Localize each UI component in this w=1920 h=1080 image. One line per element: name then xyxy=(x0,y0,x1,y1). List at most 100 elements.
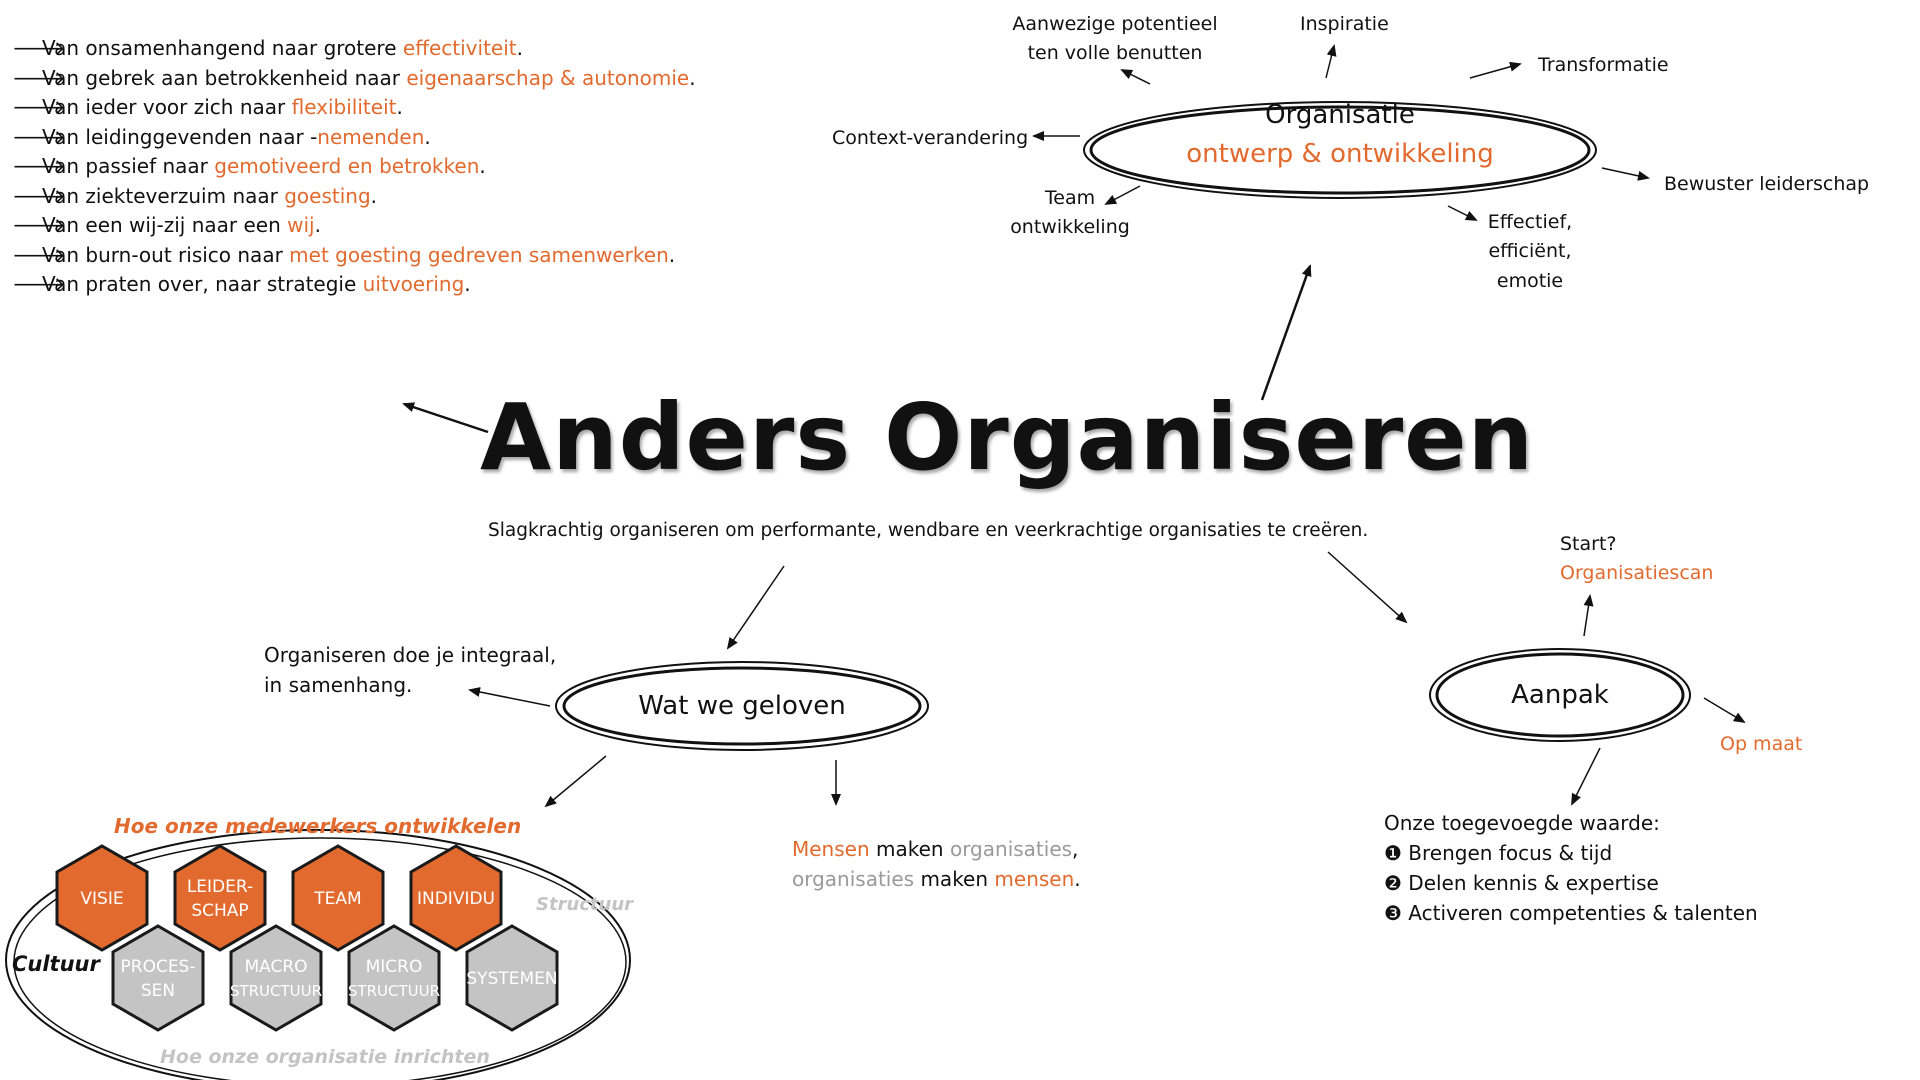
aanpak-ellipse xyxy=(1429,648,1691,742)
start-line: Start? xyxy=(1560,533,1617,555)
bullet-item: 🡒Van praten over, naar strategie uitvoer… xyxy=(12,270,696,300)
arrow-leiderschap xyxy=(1601,167,1650,181)
hexagon: SYSTEMEN xyxy=(465,924,559,1032)
model-top-label: Hoe onze medewerkers ontwikkelen xyxy=(114,814,522,838)
bullet-text: Van ieder voor zich naar xyxy=(42,95,292,119)
waarde-text: Activeren competenties & talenten xyxy=(1408,901,1758,925)
bullet-item: 🡒Van ieder voor zich naar flexibiliteit. xyxy=(12,93,696,123)
bullet-end: . xyxy=(314,213,321,237)
organisaties-word: organisaties xyxy=(949,837,1073,861)
bullet-highlight: nemenden xyxy=(317,124,425,149)
arrow-aanwezig xyxy=(1120,69,1151,85)
arrow-title-to-bullets xyxy=(402,402,489,434)
arrow-inspiratie xyxy=(1325,44,1337,79)
scan-line: Organisatiescan xyxy=(1560,562,1714,585)
mensen-word: Mensen xyxy=(792,837,870,861)
bullet-highlight: gemotiveerd en betrokken xyxy=(214,154,480,178)
hexagon-label: PROCES- xyxy=(121,957,196,977)
effectief-line3: emotie xyxy=(1496,269,1564,292)
bullet-item: 🡒Van passief naar gemotiveerd en betrokk… xyxy=(12,152,696,182)
mensen-line2: organisaties maken mensen. xyxy=(792,864,1081,894)
hexagon-label: STRUCTUUR xyxy=(230,982,322,1000)
bullet-end: . xyxy=(464,272,471,296)
hexagon-row-development: VISIE LEIDER- SCHAP TEAM INDIVIDU xyxy=(55,844,503,952)
bullet-text: Van praten over, naar strategie xyxy=(42,272,363,296)
waarde-block: Onze toegevoegde waarde: ❶ Brengen focus… xyxy=(1384,808,1758,928)
arrow-team xyxy=(1104,185,1141,205)
waarde-title: Onze toegevoegde waarde: xyxy=(1384,811,1660,835)
hexagon-label: SEN xyxy=(141,981,175,1001)
period: . xyxy=(1074,867,1081,891)
page-title: Anders Organiseren xyxy=(480,384,1535,491)
waarde-text: Brengen focus & tijd xyxy=(1408,841,1613,865)
arrow-effectief xyxy=(1447,205,1478,221)
arrow-opmaat xyxy=(1703,697,1746,724)
hexagon-shape xyxy=(229,924,323,1032)
geloven-title: Wat we geloven xyxy=(638,691,846,721)
arrow-title-to-aanpak xyxy=(1327,551,1408,624)
hexagon-shape xyxy=(409,844,503,952)
bullet-text: Van ziekteverzuim naar xyxy=(42,183,285,208)
arrow-model xyxy=(544,755,607,808)
team-label: Team ontwikkeling xyxy=(1000,184,1140,243)
integraal-line1: Organiseren doe je integraal, xyxy=(264,643,557,667)
bullet-item: 🡒Van een wij-zij naar een wij. xyxy=(12,211,696,241)
start-label: Start? Organisatiescan xyxy=(1560,530,1713,589)
bullet-end: . xyxy=(689,65,696,90)
bullet-text: Van burn-out risico naar xyxy=(42,242,290,267)
arrow-title-to-organisatie xyxy=(1260,264,1312,401)
waarde-list: ❶ Brengen focus & tijd ❷ Delen kennis & e… xyxy=(1384,838,1758,928)
organisatie-subtitle: ontwerp & ontwikkeling xyxy=(1186,139,1494,169)
bullet-highlight: wij xyxy=(287,213,315,237)
organisatie-ellipse xyxy=(1083,101,1597,199)
transformatie-label: Transformatie xyxy=(1538,54,1669,76)
arrow-waarde xyxy=(1571,747,1601,806)
hexagon-label: SYSTEMEN xyxy=(466,969,557,989)
arrow-transformatie xyxy=(1469,61,1522,79)
aanwezig-line2: ten volle benutten xyxy=(1027,42,1203,65)
bullet-end: . xyxy=(370,183,378,208)
hexagon: VISIE xyxy=(55,844,149,952)
hexagon: INDIVIDU xyxy=(409,844,503,952)
organisatie-title: Organisatie xyxy=(1265,100,1415,130)
bullet-text: Van passief naar xyxy=(42,154,215,178)
bullet-end: . xyxy=(668,242,676,267)
hexagon-label: MICRO xyxy=(366,957,423,977)
opmaat-label: Op maat xyxy=(1720,733,1803,755)
effectief-label: Effectief, efficiënt, emotie xyxy=(1470,208,1590,296)
aanpak-title: Aanpak xyxy=(1511,680,1609,710)
hexagon-shape xyxy=(347,924,441,1032)
bullet-text: Van een wij-zij naar een xyxy=(42,213,288,237)
bullet-item: 🡒Van gebrek aan betrokkenheid naar eigen… xyxy=(12,64,696,94)
bullet-end: . xyxy=(516,36,523,60)
hexagon-row-structure: PROCES-SENMACROSTRUCTUURMICROSTRUCTUURSY… xyxy=(111,924,559,1032)
waarde-item: ❷ Delen kennis & expertise xyxy=(1384,868,1758,898)
bullet-item: 🡒Van ziekteverzuim naar goesting. xyxy=(12,182,696,212)
maken-word: maken xyxy=(869,837,950,861)
integraal-line2: in samenhang. xyxy=(264,673,413,697)
inspiratie-label: Inspiratie xyxy=(1300,13,1389,35)
leiderschap-label: Bewuster leiderschap xyxy=(1664,173,1870,195)
effectief-line2: efficiënt, xyxy=(1488,240,1572,263)
bullet-end: . xyxy=(396,95,403,119)
effectief-line1: Effectief, xyxy=(1487,211,1573,233)
team-line2: ontwikkeling xyxy=(1010,216,1130,239)
waarde-text: Delen kennis & expertise xyxy=(1408,871,1659,895)
team-line1: Team xyxy=(1044,187,1096,209)
aanwezig-line1: Aanwezige potentieel xyxy=(1012,13,1218,35)
bullet-highlight: met goesting gedreven samenwerken xyxy=(289,242,669,267)
hexagon-label: SCHAP xyxy=(191,901,248,921)
hexagon-shape xyxy=(55,844,149,952)
bullet-end: . xyxy=(479,154,486,178)
number-badge-icon: ❶ xyxy=(1384,841,1409,865)
mensen-text: Mensen maken organisaties, organisaties … xyxy=(792,834,1081,894)
maken-word-2: maken xyxy=(914,867,995,891)
hexagon-label: LEIDER- xyxy=(187,877,253,897)
hexagon: TEAM xyxy=(291,844,385,952)
hexagon-label: VISIE xyxy=(80,889,123,909)
arrow-start xyxy=(1583,594,1594,637)
bullet-text: Van gebrek aan betrokkenheid naar xyxy=(42,65,407,90)
page-subtitle: Slagkrachtig organiseren om performante,… xyxy=(488,520,1369,541)
